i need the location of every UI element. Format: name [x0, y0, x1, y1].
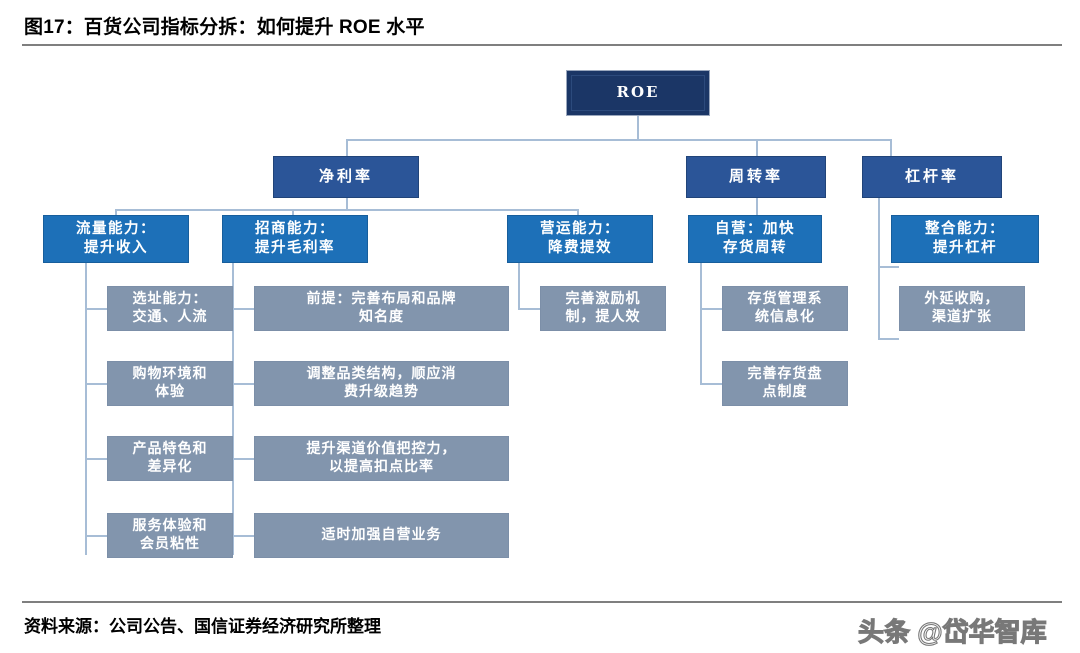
- connector-leverage-stub-1: [878, 266, 899, 268]
- diagram-canvas: ROE 净利率 周转率 杠杆率 流量能力： 提升收入 招商能力： 提升毛利率 营…: [0, 46, 1080, 601]
- connector-to-traffic: [115, 209, 117, 215]
- node-roe[interactable]: ROE: [566, 70, 710, 116]
- node-integration-capability[interactable]: 整合能力： 提升杠杆: [891, 215, 1039, 263]
- connector-turnover-down: [756, 188, 758, 215]
- leaf-product-differentiation[interactable]: 产品特色和 差异化: [107, 436, 233, 481]
- leaf-site-selection[interactable]: 选址能力： 交通、人流: [107, 286, 233, 331]
- connector-net-margin-down: [346, 188, 348, 210]
- page-title: 图17：百货公司指标分拆：如何提升 ROE 水平: [24, 17, 425, 38]
- connector-traffic-spine: [85, 263, 87, 555]
- node-net-margin[interactable]: 净利率: [273, 156, 419, 198]
- connector-leverage-spine-2: [878, 266, 880, 338]
- connector-traffic-stub-3: [85, 458, 107, 460]
- connector-net-margin-bus: [115, 209, 577, 211]
- leaf-channel-value-control[interactable]: 提升渠道价值把控力， 以提高扣点比率: [254, 436, 509, 481]
- leaf-strengthen-self-operation[interactable]: 适时加强自营业务: [254, 513, 509, 558]
- node-traffic-capability[interactable]: 流量能力： 提升收入: [43, 215, 189, 263]
- leaf-incentive-mechanism[interactable]: 完善激励机 制，提人效: [540, 286, 666, 331]
- connector-to-net-margin: [346, 139, 348, 156]
- connector-traffic-stub-4: [85, 535, 107, 537]
- connector-traffic-stub-1: [85, 308, 107, 310]
- connector-leverage-stub-2: [878, 338, 899, 340]
- leaf-premise-layout-brand[interactable]: 前提：完善布局和品牌 知名度: [254, 286, 509, 331]
- connector-merchant-stub-1: [232, 308, 254, 310]
- leaf-category-restructure[interactable]: 调整品类结构，顺应消 费升级趋势: [254, 361, 509, 406]
- node-self-operation[interactable]: 自营：加快 存货周转: [688, 215, 822, 263]
- connector-merchant-stub-4: [232, 535, 254, 537]
- connector-to-operation: [577, 209, 579, 215]
- leaf-inventory-audit[interactable]: 完善存货盘 点制度: [722, 361, 848, 406]
- connector-merchant-spine: [232, 263, 234, 555]
- connector-traffic-stub-2: [85, 383, 107, 385]
- connector-root-down: [637, 116, 639, 140]
- connector-to-merchant: [292, 209, 294, 215]
- source-note: 资料来源：公司公告、国信证券经济研究所整理: [24, 617, 381, 636]
- connector-merchant-stub-3: [232, 458, 254, 460]
- leaf-premise-text: 前提：完善布局和品牌 知名度: [306, 290, 457, 325]
- leaf-service-membership[interactable]: 服务体验和 会员粘性: [107, 513, 233, 558]
- connector-to-turnover: [756, 139, 758, 156]
- connector-root-bus: [346, 139, 891, 141]
- connector-selfop-stub-1: [700, 308, 722, 310]
- connector-leverage-spine: [878, 188, 880, 266]
- connector-operation-spine: [518, 263, 520, 308]
- node-leverage[interactable]: 杠杆率: [862, 156, 1002, 198]
- title-divider: [22, 44, 1062, 46]
- node-operation-capability[interactable]: 营运能力： 降费提效: [507, 215, 653, 263]
- leaf-inventory-system[interactable]: 存货管理系 统信息化: [722, 286, 848, 331]
- leaf-acquisition-expansion[interactable]: 外延收购， 渠道扩张: [899, 286, 1025, 331]
- connector-merchant-stub-2: [232, 383, 254, 385]
- node-turnover[interactable]: 周转率: [686, 156, 826, 198]
- node-merchant-capability[interactable]: 招商能力： 提升毛利率: [222, 215, 368, 263]
- connector-selfop-spine: [700, 263, 702, 383]
- leaf-shopping-environment[interactable]: 购物环境和 体验: [107, 361, 233, 406]
- connector-selfop-stub-2: [700, 383, 722, 385]
- connector-to-leverage: [890, 139, 892, 156]
- watermark: 头条 @岱华智库: [857, 616, 1047, 647]
- connector-operation-stub-1: [518, 308, 540, 310]
- footer-divider: [22, 601, 1062, 603]
